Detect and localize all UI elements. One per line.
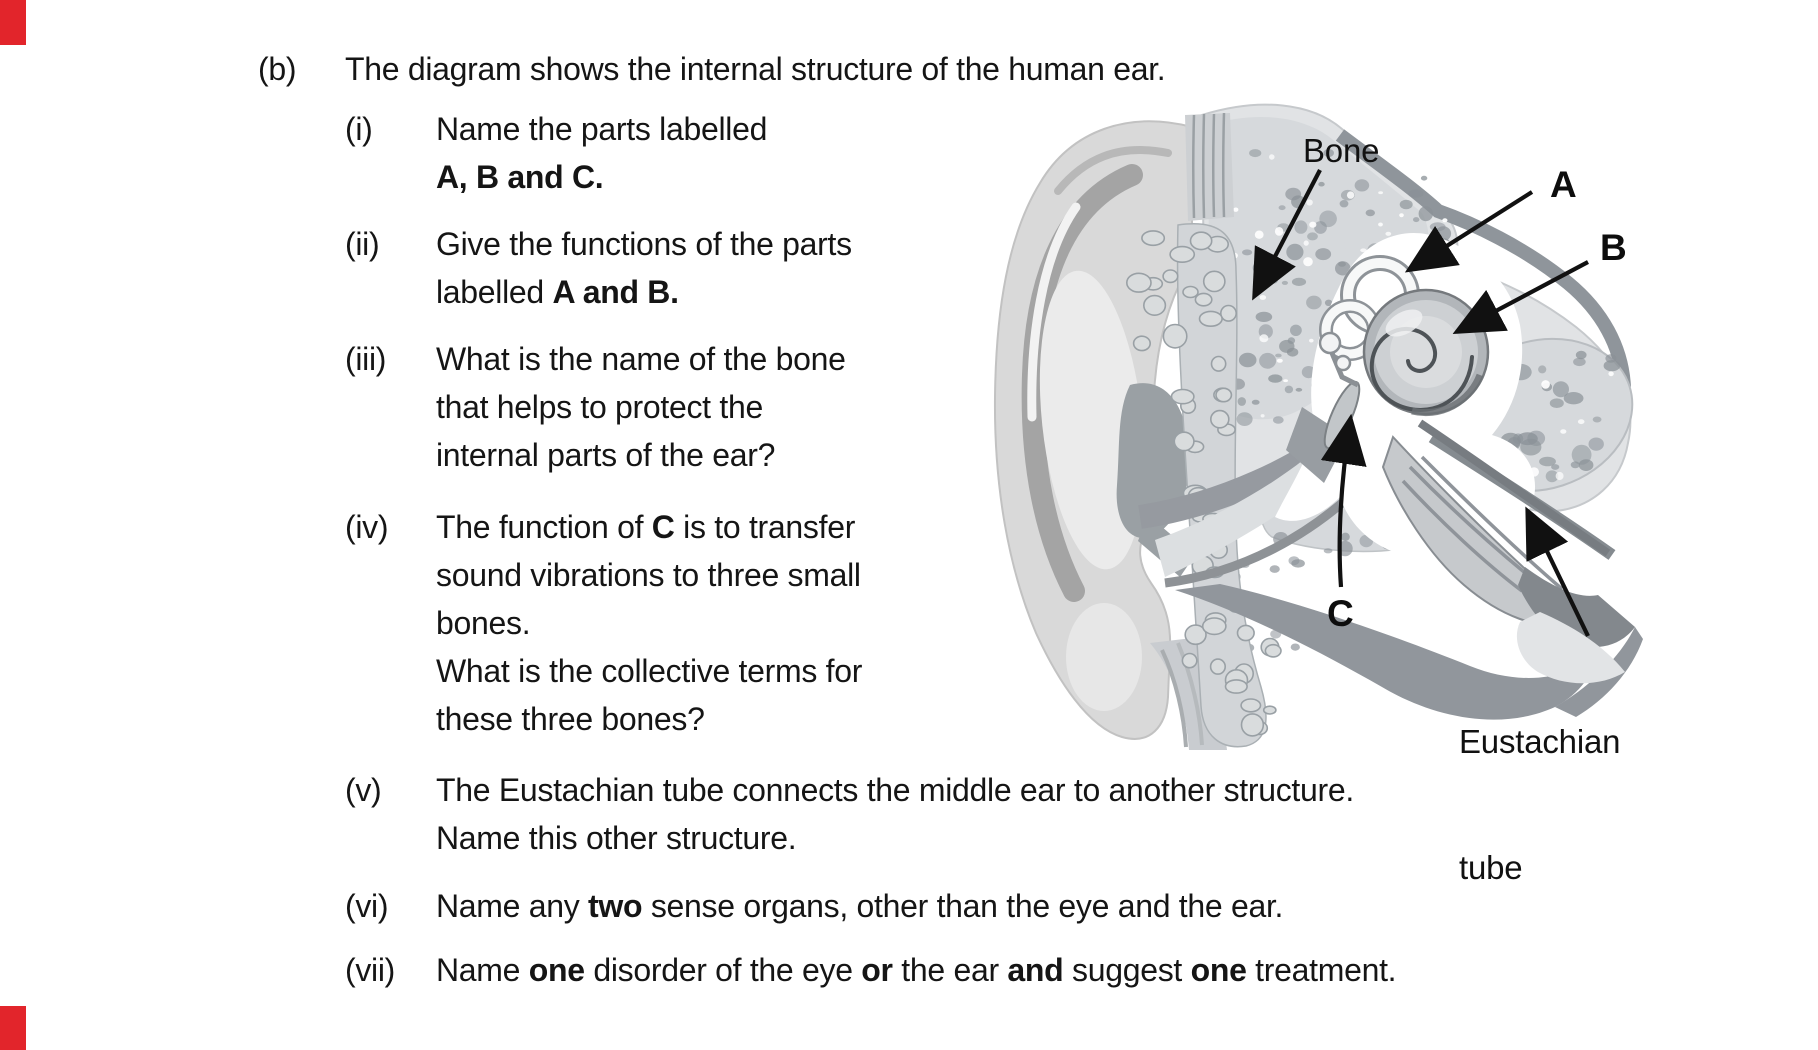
- text-segment: these three bones?: [436, 701, 705, 737]
- item-number: (vii): [345, 952, 396, 988]
- question-line: labelled A and B.: [436, 268, 679, 316]
- text-segment: What is the name of the bone: [436, 341, 846, 377]
- text-segment: Name the parts labelled: [436, 111, 768, 147]
- eustachian-tube-label: Eustachian tube: [1459, 637, 1620, 931]
- text-segment: Name this other structure.: [436, 820, 797, 856]
- text-segment: Name any: [436, 888, 589, 924]
- part-b-label: B: [1600, 227, 1627, 268]
- eustachian-label-line1: Eustachian: [1459, 723, 1621, 760]
- question-line: The Eustachian tube connects the middle …: [436, 766, 1354, 814]
- question-line: Give the functions of the parts: [436, 220, 852, 268]
- part-a-label: A: [1550, 164, 1577, 205]
- text-segment-bold: or: [861, 952, 893, 988]
- part-c-label: C: [1327, 593, 1354, 634]
- question-line: A, B and C.: [436, 153, 604, 201]
- bone-arrow: [1252, 169, 1322, 301]
- text-segment: The Eustachian tube connects the middle …: [436, 772, 1354, 808]
- question-line: internal parts of the ear?: [436, 431, 775, 479]
- text-segment: internal parts of the ear?: [436, 437, 776, 473]
- eustachian-label-line2: tube: [1459, 849, 1523, 886]
- question-line: Name the parts labelled: [436, 105, 767, 153]
- text-segment: The function of: [436, 509, 652, 545]
- bone-label: Bone: [1303, 132, 1380, 169]
- text-segment: the ear: [892, 952, 1008, 988]
- item-number: (iii): [345, 341, 387, 377]
- question-line: bones.: [436, 599, 531, 647]
- text-segment-bold: C: [651, 509, 675, 545]
- question-line: Name this other structure.: [436, 814, 797, 862]
- question-line: Name any two sense organs, other than th…: [436, 882, 1283, 930]
- text-segment: suggest: [1063, 952, 1191, 988]
- question-line: that helps to protect the: [436, 383, 763, 431]
- text-segment-bold: two: [588, 888, 643, 924]
- text-segment-bold: one: [528, 952, 585, 988]
- cochlea: [1362, 288, 1490, 417]
- text-segment: sense organs, other than the eye and the…: [642, 888, 1284, 924]
- question-line: What is the collective terms for: [436, 647, 862, 695]
- scan-mark-top-left: [0, 0, 26, 45]
- item-number: (vi): [345, 888, 389, 924]
- scan-mark-bottom-left: [0, 1006, 26, 1050]
- item-number: (iv): [345, 509, 389, 545]
- text-segment-bold: A and B.: [552, 274, 680, 310]
- text-segment-bold: one: [1190, 952, 1247, 988]
- c-arrow: [1320, 413, 1367, 588]
- text-segment: bones.: [436, 605, 531, 641]
- ear-diagram: [993, 103, 1643, 750]
- question-line: sound vibrations to three small: [436, 551, 861, 599]
- b-arrow: [1452, 260, 1589, 334]
- question-line: these three bones?: [436, 695, 705, 743]
- a-arrow: [1404, 190, 1534, 273]
- text-segment: Name: [436, 952, 529, 988]
- item-number: (ii): [345, 226, 380, 262]
- eustachian-arrow: [1525, 506, 1590, 637]
- text-segment-bold: A, B and C.: [436, 159, 604, 195]
- item-number: (i): [345, 111, 373, 147]
- item-number: (v): [345, 772, 382, 808]
- text-segment: sound vibrations to three small: [436, 557, 861, 593]
- text-segment: treatment.: [1246, 952, 1397, 988]
- text-segment: What is the collective terms for: [436, 653, 863, 689]
- question-part-label: (b): [258, 51, 297, 87]
- question-intro: The diagram shows the internal structure…: [345, 51, 1166, 87]
- question-line: The function of C is to transfer: [436, 503, 855, 551]
- text-segment: is to transfer: [674, 509, 856, 545]
- question-line: What is the name of the bone: [436, 335, 846, 383]
- text-segment: disorder of the eye: [584, 952, 862, 988]
- question-line: Name one disorder of the eye or the ear …: [436, 946, 1397, 994]
- text-segment: that helps to protect the: [436, 389, 763, 425]
- text-segment-bold: and: [1007, 952, 1064, 988]
- label-arrows: [1252, 169, 1590, 637]
- text-segment: Give the functions of the parts: [436, 226, 852, 262]
- text-segment: labelled: [436, 274, 553, 310]
- eustachian-tube: [1381, 419, 1635, 684]
